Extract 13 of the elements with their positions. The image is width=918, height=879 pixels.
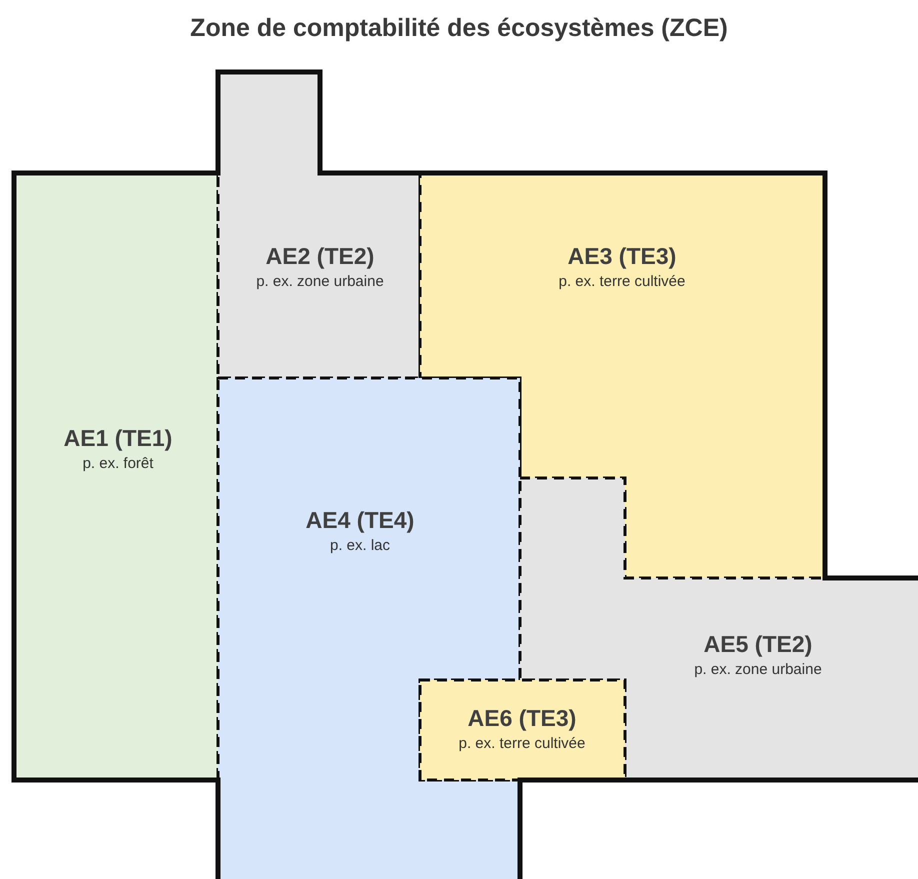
title: Zone de comptabilité des écosystèmes (ZCE) xyxy=(190,14,728,42)
area-example: p. ex. zone urbaine xyxy=(693,660,823,680)
area-example: p. ex. zone urbaine xyxy=(255,272,385,292)
area-name: AE6 (TE3) xyxy=(466,704,578,732)
area-name: AE3 (TE3) xyxy=(566,242,678,270)
area-example: p. ex. terre cultivée xyxy=(558,272,686,292)
area-name: AE5 (TE2) xyxy=(702,630,814,658)
area-name: AE2 (TE2) xyxy=(264,242,376,270)
area-example: p. ex. lac xyxy=(328,536,392,556)
area-name: AE1 (TE1) xyxy=(62,424,174,452)
area-example: p. ex. forêt xyxy=(82,454,154,474)
area-name: AE4 (TE4) xyxy=(304,506,416,534)
area-example: p. ex. terre cultivée xyxy=(458,734,586,754)
